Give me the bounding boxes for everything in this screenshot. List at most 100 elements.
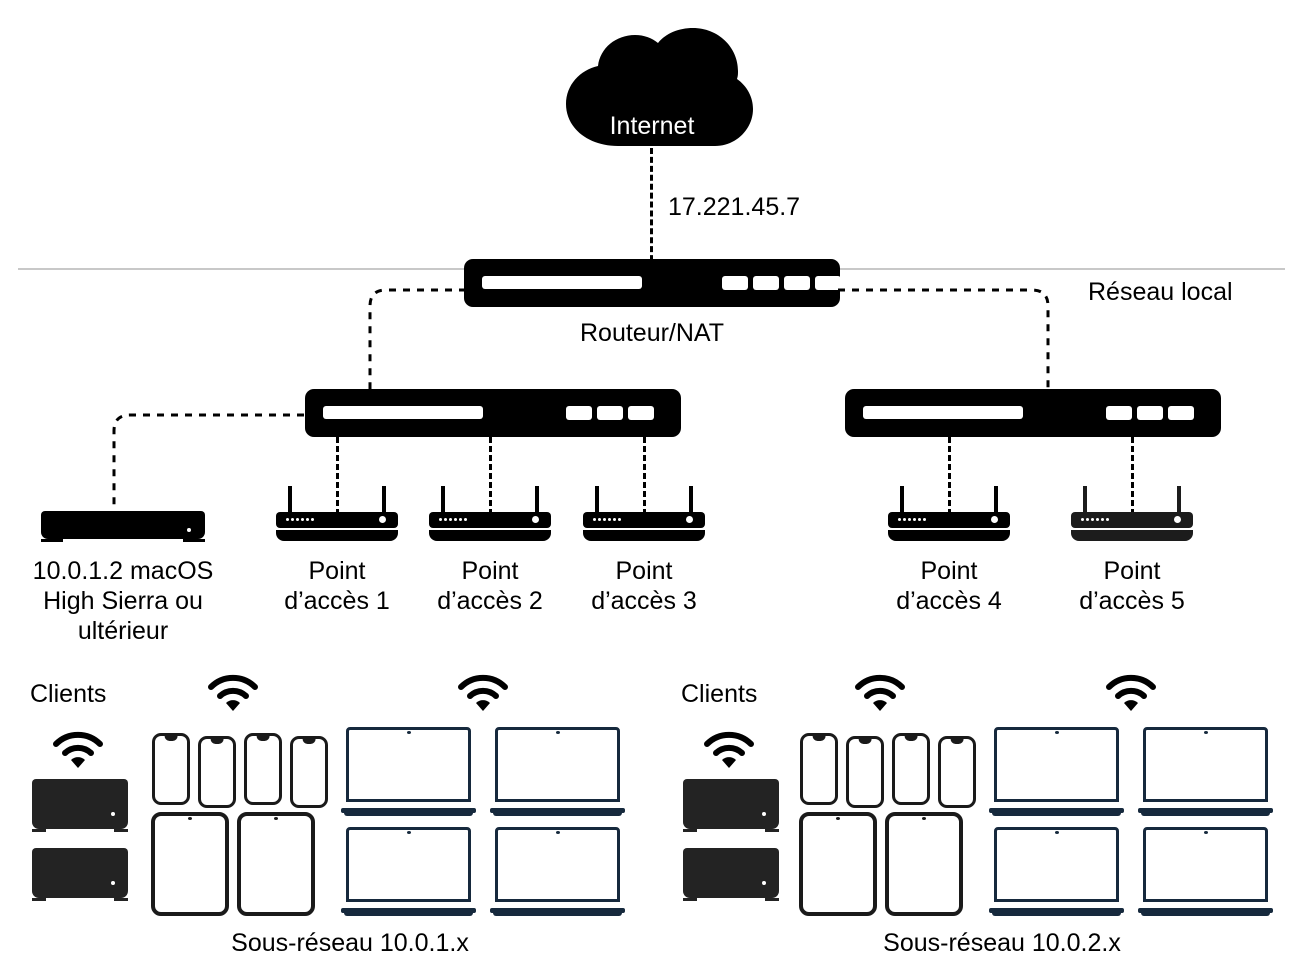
phone-icon-left-2 [198, 736, 236, 808]
laptop-camera [555, 731, 560, 734]
mac-mini-client-left-1 [32, 779, 128, 837]
laptop-camera [1203, 831, 1208, 834]
laptop-base [492, 913, 623, 916]
router-icon [464, 259, 841, 307]
mac-mini-client-left-2-body [32, 848, 128, 898]
laptop-deck [341, 908, 476, 913]
wifi-icon-left-mobiles [207, 673, 259, 711]
switch-right-port-1 [1106, 406, 1132, 420]
ap1-led-strip [286, 518, 314, 521]
connector-switch-left-ap2 [489, 437, 492, 515]
laptop-screen [495, 827, 620, 902]
connector-router-switch-right [838, 288, 1050, 390]
switch-left-port-1 [566, 406, 592, 420]
ap2-base [429, 530, 551, 541]
laptop-icon-left-2 [490, 727, 625, 816]
laptop-base [343, 913, 474, 916]
ap5-antenna-left [1083, 486, 1087, 518]
mac-mini-client-left-2-foot-right [114, 898, 128, 901]
wan-ip-label: 17.221.45.7 [668, 193, 801, 221]
wifi-icon-left-minis [52, 730, 104, 768]
laptop-camera [1203, 731, 1208, 734]
ap1-base [276, 530, 398, 541]
mac-mini-client-right-1-body [683, 779, 779, 829]
ap5-body [1071, 512, 1193, 528]
mac-mini-client-left-1-led [111, 812, 115, 816]
tablet-icon-left-2 [237, 812, 315, 916]
connector-router-switch-left [368, 288, 466, 390]
ap1-body [276, 512, 398, 528]
switch-right-port-2 [1137, 406, 1163, 420]
ap2-power-led [532, 516, 539, 523]
ap5-base [1071, 530, 1193, 541]
tablet-icon-right-1 [799, 812, 877, 916]
wifi-icon-right-laptops [1105, 673, 1157, 711]
ap4-antenna-left [900, 486, 904, 518]
ap1-antenna-right [382, 486, 386, 518]
laptop-icon-right-4 [1138, 827, 1273, 916]
mac-mini-client-right-2-foot-right [765, 898, 779, 901]
laptop-deck [989, 908, 1124, 913]
mac-mini-client-right-1-foot-right [765, 829, 779, 832]
ap4-led-strip [898, 518, 926, 521]
wifi-icon-right-mobiles [854, 673, 906, 711]
cloud-icon: Internet [548, 28, 756, 150]
tablet-camera [274, 817, 278, 820]
laptop-screen [1143, 827, 1268, 902]
tablet-camera [922, 817, 926, 820]
laptop-base [343, 813, 474, 816]
tablet-icon-left-1 [151, 812, 229, 916]
connector-switch-right-ap4 [948, 437, 951, 515]
access-point-4-label: Point d’accès 4 [896, 557, 1002, 615]
ap2-antenna-right [535, 486, 539, 518]
laptop-deck [341, 808, 476, 813]
laptop-deck [1138, 908, 1273, 913]
laptop-deck [490, 908, 625, 913]
phone-notch [256, 735, 270, 741]
mac-mini-icon [41, 511, 205, 545]
laptop-icon-right-3 [989, 827, 1124, 916]
laptop-icon-right-1 [989, 727, 1124, 816]
mac-mini-led [187, 528, 191, 532]
ap1-antenna-left [288, 486, 292, 518]
ap5-antenna-right [1177, 486, 1181, 518]
ap4-base [888, 530, 1010, 541]
wifi-icon-left-laptops [457, 673, 509, 711]
laptop-base [1140, 813, 1271, 816]
mac-mini-client-left-1-foot-right [114, 829, 128, 832]
connector-switch-left-ap1 [336, 437, 339, 515]
tablet-icon-right-2 [885, 812, 963, 916]
laptop-base [1140, 913, 1271, 916]
phone-icon-right-2 [846, 736, 884, 808]
access-point-1-icon [276, 486, 398, 541]
phone-icon-right-4 [938, 736, 976, 808]
laptop-icon-left-3 [341, 827, 476, 916]
mac-mini-client-left-2 [32, 848, 128, 906]
access-point-1-label: Point d’accès 1 [284, 557, 390, 615]
phone-icon-right-3 [892, 733, 930, 805]
laptop-icon-left-1 [341, 727, 476, 816]
ap2-led-strip [439, 518, 467, 521]
laptop-screen [994, 827, 1119, 902]
laptop-base [991, 913, 1122, 916]
mac-mini-client-right-2-foot-left [683, 898, 697, 901]
ap1-power-led [379, 516, 386, 523]
laptop-screen [346, 827, 471, 902]
switch-right-status-bar [863, 406, 1023, 419]
ap2-body [429, 512, 551, 528]
switch-left-status-bar [323, 406, 483, 419]
switch-right-port-3 [1168, 406, 1194, 420]
ap3-antenna-right [689, 486, 693, 518]
local-network-label: Réseau local [1088, 278, 1233, 306]
ap3-antenna-left [595, 486, 599, 518]
tablet-camera [836, 817, 840, 820]
laptop-base [991, 813, 1122, 816]
mac-mini-client-left-2-foot-left [32, 898, 46, 901]
laptop-screen [1143, 727, 1268, 802]
clients-label-left: Clients [30, 680, 107, 708]
access-point-3-icon [583, 486, 705, 541]
ap4-power-led [991, 516, 998, 523]
laptop-screen [346, 727, 471, 802]
mac-mini-client-left-2-led [111, 881, 115, 885]
ap3-power-led [686, 516, 693, 523]
